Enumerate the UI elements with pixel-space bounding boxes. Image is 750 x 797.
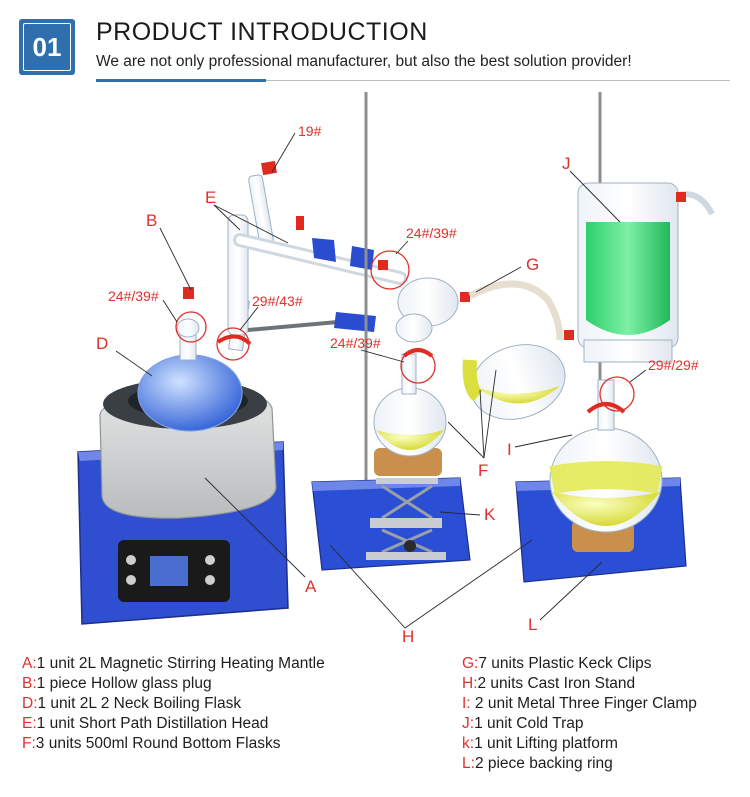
header-divider-accent — [96, 79, 266, 82]
legend-left-column: A:1 unit 2L Magnetic Stirring Heating Ma… — [22, 654, 325, 754]
receiving-flask-middle — [373, 348, 447, 476]
legend-item-d: D:1 unit 2L 2 Neck Boiling Flask — [22, 695, 242, 712]
callout-circles — [175, 250, 635, 412]
distillation-head — [227, 160, 407, 336]
callout-D: D — [96, 334, 108, 353]
legend-item-k: k:1 unit Lifting platform — [462, 735, 618, 752]
callout-F: F — [478, 461, 488, 480]
leader-lines — [115, 132, 647, 629]
middle-stand — [311, 92, 471, 571]
callout-E: E — [205, 188, 216, 207]
section-number: 01 — [23, 23, 71, 71]
callout-port-24-39-b: 24#/39# — [108, 288, 159, 304]
receiving-flask-right — [462, 344, 566, 420]
callout-port-19: 19# — [298, 123, 322, 139]
legend-item-e: E:1 unit Short Path Distillation Head — [22, 715, 269, 732]
product-illustration: 19# E B 24#/39# 29#/43# D 24#/39# G 24#/… — [77, 92, 715, 642]
callout-G: G — [526, 255, 539, 274]
section-number-badge: 01 — [19, 19, 75, 75]
lifting-platform — [366, 478, 446, 560]
legend-item-a: A:1 unit 2L Magnetic Stirring Heating Ma… — [22, 655, 325, 672]
legend-item-l: L:2 piece backing ring — [462, 755, 613, 772]
cold-trap — [564, 182, 715, 363]
cow-adapter — [378, 260, 470, 343]
large-receiving-flask — [549, 379, 663, 552]
legend-item-h: H:2 units Cast Iron Stand — [462, 675, 636, 692]
legend-right-column: G:7 units Plastic Keck Clips H:2 units C… — [462, 654, 697, 774]
callout-port-29-29: 29#/29# — [648, 357, 699, 373]
header-divider — [96, 80, 730, 81]
legend-item-j: J:1 unit Cold Trap — [462, 715, 584, 732]
callout-L: L — [528, 615, 537, 634]
callout-J: J — [562, 154, 571, 173]
callout-port-24-39-top: 24#/39# — [406, 225, 457, 241]
heating-mantle — [77, 379, 289, 625]
callout-K: K — [484, 505, 496, 524]
page-title: PRODUCT INTRODUCTION — [96, 18, 428, 46]
callout-H: H — [402, 627, 414, 642]
legend-item-g: G:7 units Plastic Keck Clips — [462, 655, 652, 672]
page-subtitle: We are not only professional manufacture… — [96, 53, 632, 70]
callout-port-29-43: 29#/43# — [252, 293, 303, 309]
legend-item-f: F:3 units 500ml Round Bottom Flasks — [22, 735, 281, 752]
vacuum-tubing — [468, 280, 564, 341]
callout-port-24-39-mid: 24#/39# — [330, 335, 381, 351]
legend-item-i: I: 2 unit Metal Three Finger Clamp — [462, 695, 697, 712]
callout-A: A — [305, 577, 317, 596]
callout-I: I — [507, 440, 512, 459]
callout-B: B — [146, 211, 157, 230]
legend-item-b: B:1 piece Hollow glass plug — [22, 675, 212, 692]
callout-labels: 19# E B 24#/39# 29#/43# D 24#/39# G 24#/… — [96, 123, 699, 642]
